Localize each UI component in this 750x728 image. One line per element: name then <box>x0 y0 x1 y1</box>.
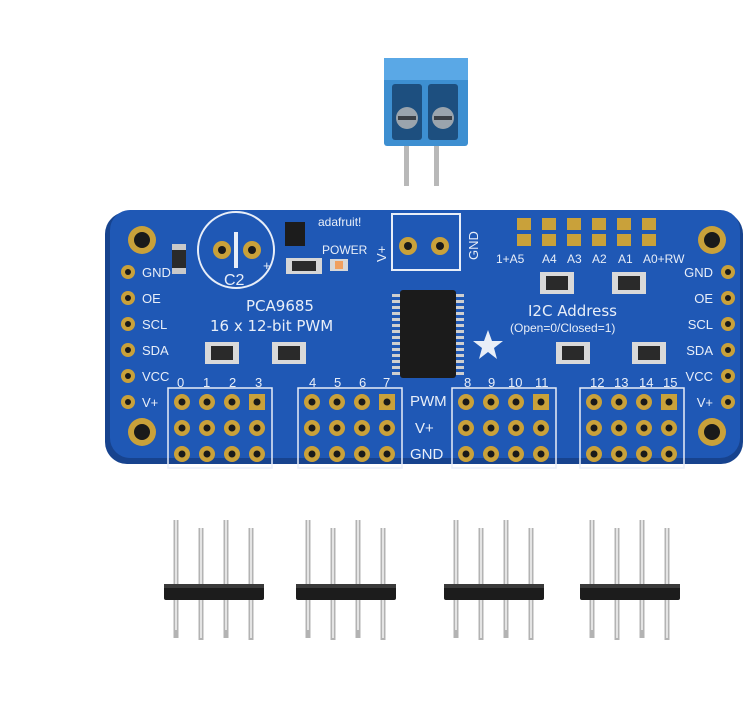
address-label: 1+A5 <box>496 252 525 266</box>
jumper-pad <box>542 218 556 230</box>
jumper-pad <box>617 234 631 246</box>
chip-name: PCA9685 <box>246 297 314 315</box>
jumper-pad <box>567 234 581 246</box>
channel-label: 9 <box>488 375 495 390</box>
channel-label: 7 <box>383 375 390 390</box>
channel-label: 14 <box>639 375 653 390</box>
channel-label: 6 <box>359 375 366 390</box>
header-strip <box>164 520 264 640</box>
jumper-pad <box>517 218 531 230</box>
header-strip <box>444 520 544 640</box>
chip-description: 16 x 12-bit PWM <box>210 317 333 335</box>
jumper-pad <box>592 218 606 230</box>
row-label-pwm: PWM <box>410 393 447 410</box>
smd-capacitor <box>172 244 186 274</box>
address-jumpers <box>517 218 656 246</box>
capacitor-c2: C2 + <box>197 211 275 289</box>
row-label-vplus: V+ <box>415 420 434 437</box>
channel-label: 11 <box>535 375 549 390</box>
screw-terminal <box>384 58 468 186</box>
channel-label: 4 <box>309 375 316 390</box>
address-labels: 1+A5 A4 A3 A2 A1 A0+RW <box>496 252 685 266</box>
pwm-driver-board: GND OE SCL SDA VCC V+ GND OE SCL SDA VCC… <box>105 210 743 469</box>
left-pin-label: SDA <box>142 343 169 358</box>
channel-label: 5 <box>334 375 341 390</box>
i2c-subtitle: (Open=0/Closed=1) <box>510 321 615 335</box>
left-pin-label: SCL <box>142 317 167 332</box>
channel-label: 13 <box>614 375 628 390</box>
right-pin-label: SDA <box>686 343 713 358</box>
right-pin-label: VCC <box>686 369 713 384</box>
left-pin-label: OE <box>142 291 161 306</box>
pca9685-chip <box>392 290 464 378</box>
adafruit-star-icon <box>473 330 503 359</box>
side-pin-pads <box>121 265 735 409</box>
header-strip <box>296 520 396 640</box>
jumper-pad <box>517 234 531 246</box>
jumper-pad <box>592 234 606 246</box>
channel-label: 8 <box>464 375 471 390</box>
right-pin-label: OE <box>694 291 713 306</box>
left-pin-label: VCC <box>142 369 169 384</box>
right-pin-label: GND <box>684 265 713 280</box>
address-label: A0+RW <box>643 252 685 266</box>
header-pin-strips <box>164 520 680 640</box>
right-pin-label: V+ <box>697 395 713 410</box>
header-strip <box>580 520 680 640</box>
channel-label: 0 <box>177 375 184 390</box>
right-pin-labels: GND OE SCL SDA VCC V+ <box>684 265 713 410</box>
terminal-vplus-label: V+ <box>374 246 389 262</box>
servo-header-pads <box>167 387 685 469</box>
transistor <box>285 222 305 246</box>
i2c-title: I2C Address <box>528 302 617 320</box>
address-label: A3 <box>567 252 582 266</box>
left-pin-label: GND <box>142 265 171 280</box>
power-label: POWER <box>322 243 368 257</box>
channel-label: 15 <box>663 375 677 390</box>
row-label-gnd: GND <box>410 446 444 463</box>
channel-label: 12 <box>590 375 604 390</box>
jumper-pad <box>617 218 631 230</box>
channel-label: 10 <box>508 375 522 390</box>
channel-label: 2 <box>229 375 236 390</box>
brand-logo-text: adafruit! <box>318 215 361 229</box>
address-label: A1 <box>618 252 633 266</box>
mounting-holes <box>128 226 726 446</box>
channel-label: 3 <box>255 375 262 390</box>
channel-labels: 0 1 2 3 4 5 6 7 8 9 10 11 12 13 14 15 <box>177 375 677 390</box>
resistor-arrays <box>205 272 666 364</box>
left-pin-labels: GND OE SCL SDA VCC V+ <box>142 265 171 410</box>
jumper-pad <box>542 234 556 246</box>
jumper-pad <box>642 234 656 246</box>
left-pin-label: V+ <box>142 395 158 410</box>
terminal-gnd-label: GND <box>466 231 481 260</box>
address-label: A2 <box>592 252 607 266</box>
address-label: A4 <box>542 252 557 266</box>
right-pin-label: SCL <box>688 317 713 332</box>
jumper-pad <box>642 218 656 230</box>
channel-label: 1 <box>203 375 210 390</box>
svg-text:+: + <box>263 258 271 273</box>
jumper-pad <box>567 218 581 230</box>
terminal-footprint: V+ GND <box>374 213 481 271</box>
capacitor-label: C2 <box>224 272 245 289</box>
